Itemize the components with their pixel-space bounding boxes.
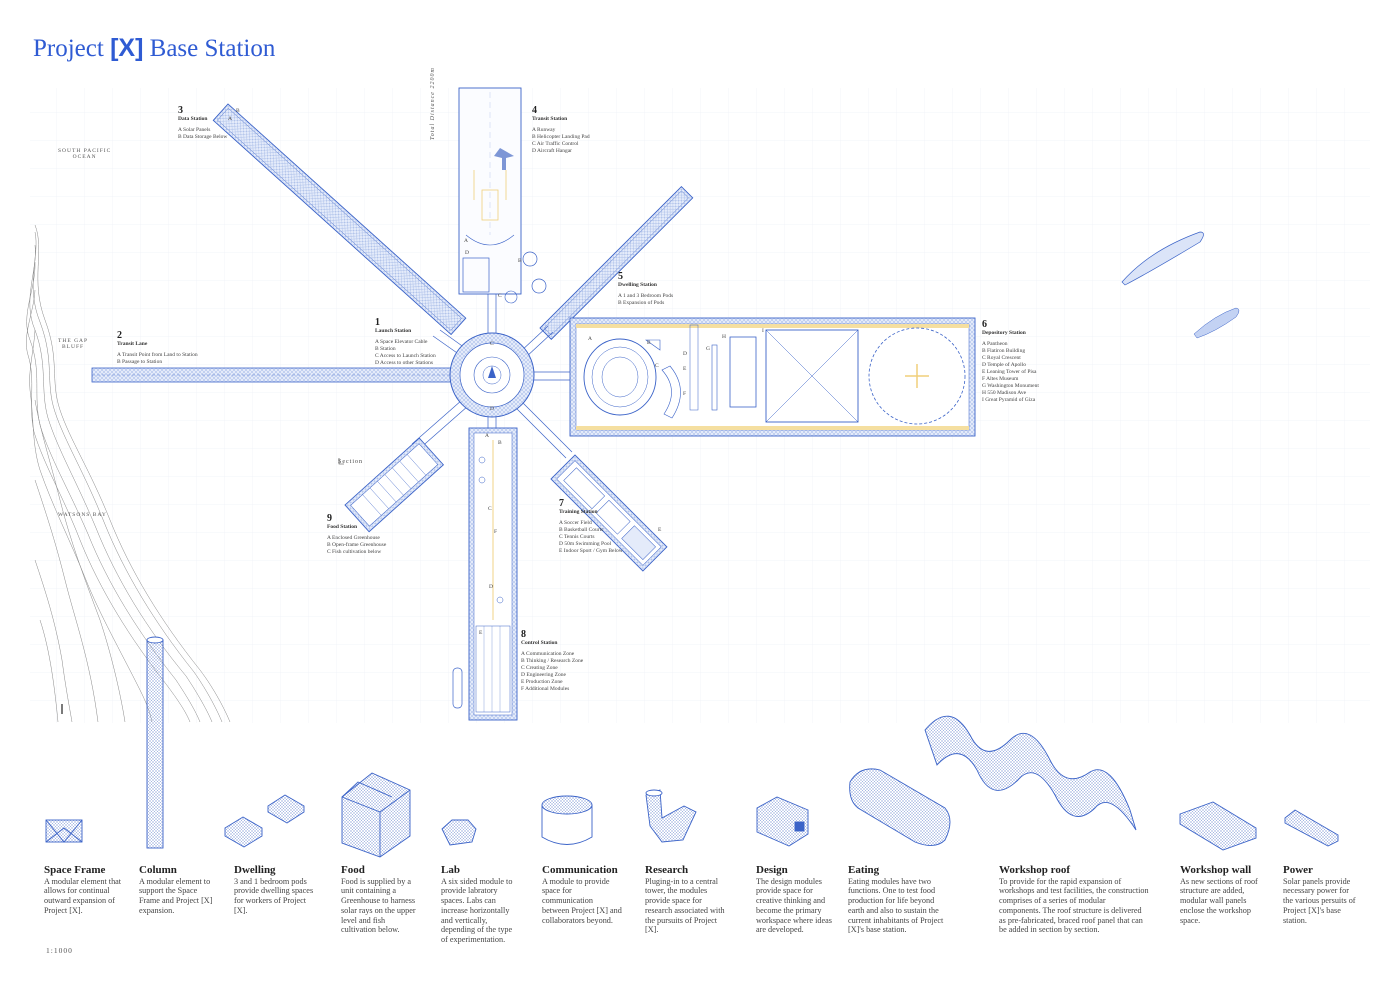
plan-letter: B: [498, 440, 502, 446]
module-illustrations: [45, 636, 1339, 858]
plan-letter: G: [706, 346, 710, 352]
page-title: Project [X] Base Station: [33, 34, 275, 63]
control-station: [452, 427, 518, 721]
communication-icon: [541, 795, 593, 845]
title-x: [X]: [110, 34, 144, 62]
plan-letter: C: [655, 363, 659, 369]
title-project: Project: [33, 35, 104, 62]
transit-station: [458, 87, 547, 304]
plan-letter: C: [498, 293, 502, 299]
plan-letter: C: [490, 341, 494, 347]
plan-letter: D: [490, 406, 494, 412]
research-icon: [645, 789, 697, 843]
plan-letter: I: [762, 328, 764, 334]
plan-letter: E: [658, 527, 662, 533]
plan-letter: D: [465, 250, 469, 256]
airships: [1121, 231, 1240, 339]
distance-label: Total Distance 2200m: [430, 67, 436, 140]
plan-letter: A: [588, 336, 592, 342]
workshop-roof-icon: [924, 715, 1137, 831]
power-icon: [1284, 809, 1339, 847]
plan-letter: B: [236, 108, 240, 114]
design-icon: [756, 796, 809, 847]
plan-letter: F: [683, 391, 687, 397]
column-icon: [146, 636, 164, 849]
plan-letter: D: [683, 351, 687, 357]
section-label: Section: [338, 459, 363, 465]
plan-letter: B: [518, 258, 522, 264]
hub-connectors: [411, 294, 573, 459]
dwelling-station: [539, 185, 694, 340]
training-station: [550, 454, 668, 572]
plan-letter: F: [494, 529, 498, 535]
plan-letter: A: [485, 433, 489, 439]
plan-letter: E: [479, 630, 483, 636]
plan-letter: H: [722, 334, 726, 340]
plan-letter: E: [683, 366, 687, 372]
transit-lane: [91, 367, 458, 383]
workshop-wall-icon: [1179, 801, 1257, 851]
scale-label: 1:1000: [46, 946, 73, 955]
coastline: [26, 224, 231, 723]
lab-icon: [441, 819, 477, 846]
space-frame-icon: [45, 819, 83, 843]
section-marker: [338, 458, 344, 465]
launch-station-hub: [449, 332, 535, 418]
title-base-station: Base Station: [149, 35, 276, 62]
data-station: [212, 103, 467, 336]
food-icon: [341, 772, 411, 858]
plan-letter: D: [489, 584, 493, 590]
plan-letter: C: [488, 506, 492, 512]
plan-letter: A: [464, 238, 468, 244]
label-bay: WATSONS BAY: [58, 512, 107, 518]
plan-letter: A: [228, 116, 232, 122]
eating-icon: [849, 768, 951, 846]
dwelling-icon: [224, 794, 305, 848]
food-station: [344, 437, 445, 533]
plan-letter: B: [647, 340, 651, 346]
depository-station: [569, 317, 976, 437]
